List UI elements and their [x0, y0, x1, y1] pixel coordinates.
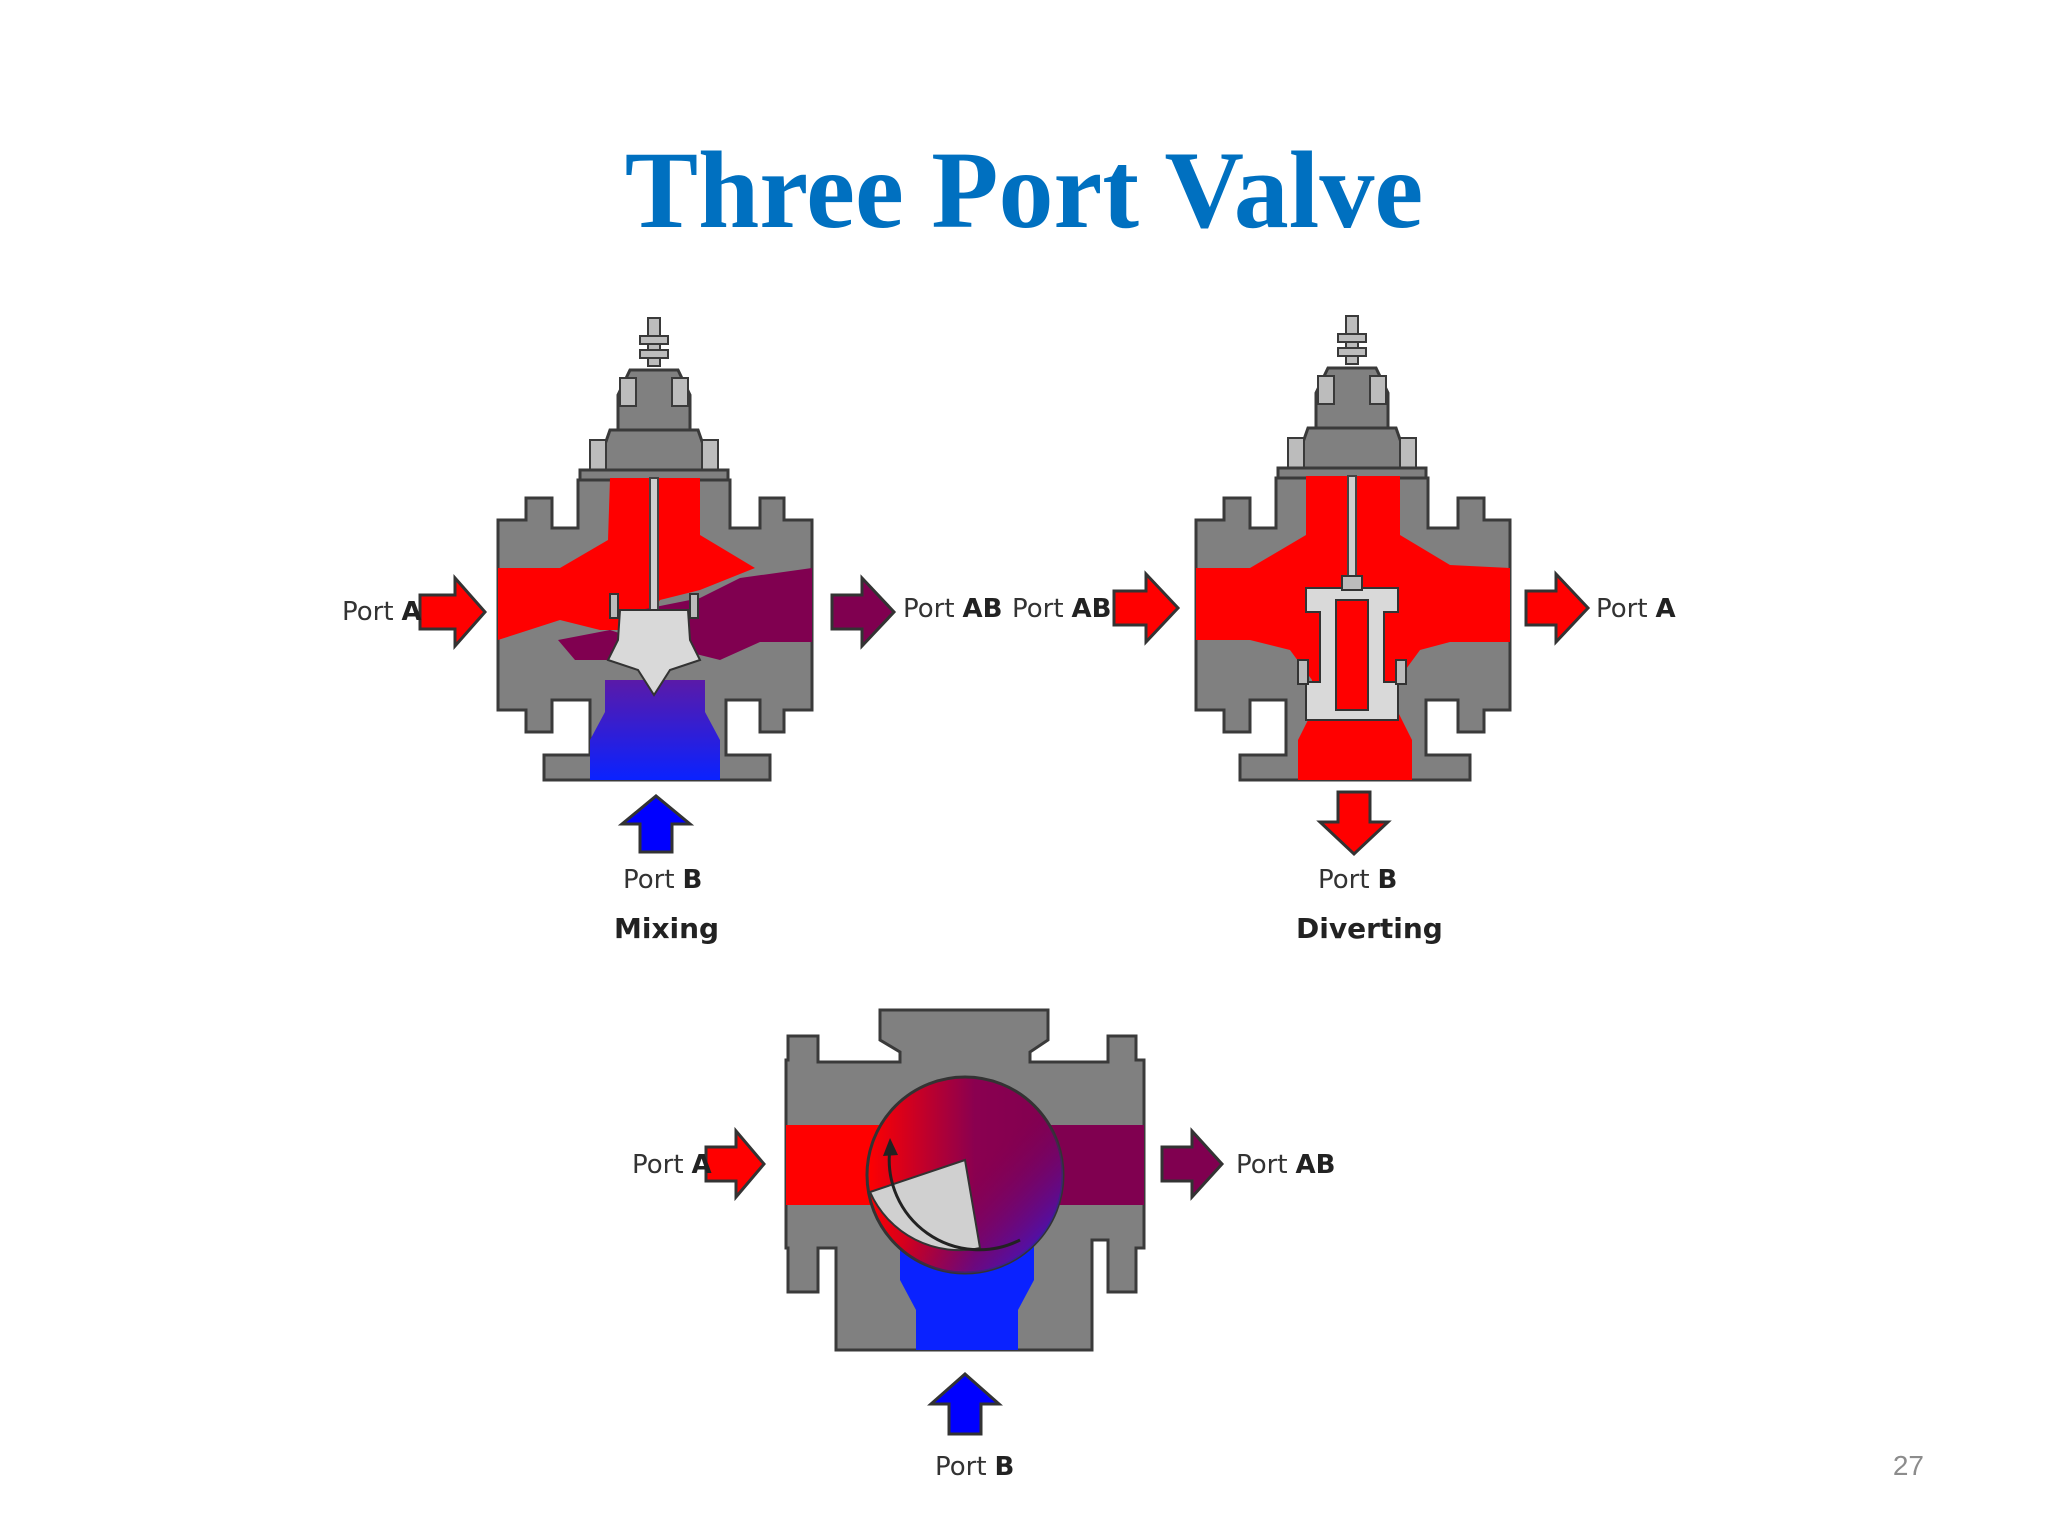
rotary-port-a-arrow	[704, 1126, 766, 1202]
diverting-port-a-arrow	[1524, 570, 1591, 646]
mixing-valve-bonnet	[578, 317, 730, 492]
rotary-port-ab-arrow	[1160, 1127, 1225, 1201]
diverting-caption: Diverting	[1296, 912, 1443, 945]
diverting-port-b-arrow	[1316, 790, 1392, 857]
rotary-port-b-arrow	[927, 1371, 1003, 1436]
mixing-port-ab-arrow	[830, 574, 897, 650]
mixing-port-b-arrow	[617, 794, 695, 854]
page-number: 27	[1892, 1450, 1924, 1481]
diverting-port-ab-arrow	[1112, 570, 1181, 646]
mixing-caption: Mixing	[614, 912, 719, 945]
mixing-port-a-arrow	[418, 574, 488, 650]
mixing-hot-flow	[498, 478, 755, 640]
mixing-valve	[496, 317, 814, 782]
mixing-cold-flow	[590, 680, 720, 780]
rotary-valve	[784, 1008, 1146, 1352]
diverting-valve	[1194, 315, 1512, 782]
diverting-valve-bonnet	[1276, 315, 1428, 490]
slide-title: Three Port Valve	[624, 129, 1424, 251]
